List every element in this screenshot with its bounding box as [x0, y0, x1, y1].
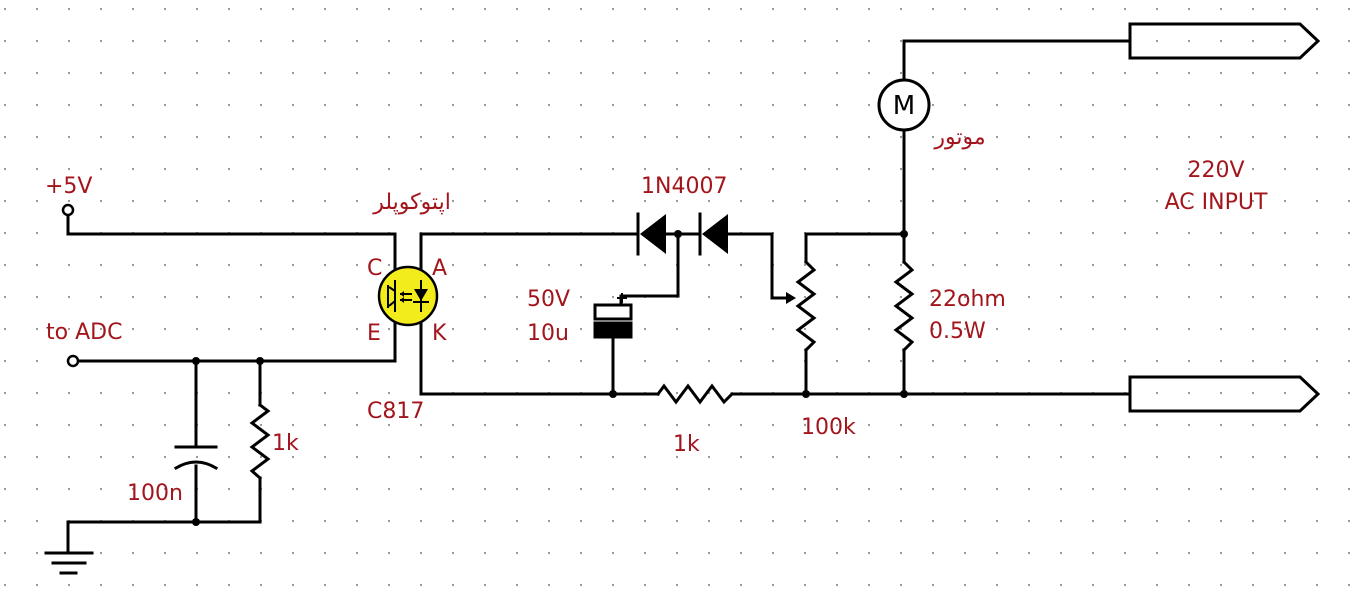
electrolytic-capacitor-icon: [593, 293, 633, 339]
filter-resistor-label: 1k: [272, 431, 299, 456]
filter-resistor-icon: [249, 402, 271, 481]
motor-icon[interactable]: M: [877, 78, 931, 132]
pin-a-label: A: [432, 256, 447, 281]
ac-line1-label: 220V: [1187, 158, 1244, 183]
pin-k-label: K: [432, 321, 447, 346]
ac-terminal-top[interactable]: [1128, 22, 1321, 60]
adc-label: to ADC: [46, 320, 122, 345]
diode-2-icon: [698, 212, 728, 256]
labels: +5V to ADC اپتوکوپلر C E A K C817 1N4007…: [45, 125, 1268, 506]
shunt-power-label: 0.5W: [929, 319, 986, 344]
wires: [66, 39, 1132, 554]
optocoupler-name-label: اپتوکوپلر: [372, 190, 451, 215]
cap-value-label: 10u: [527, 321, 569, 346]
ac-line2-label: AC INPUT: [1165, 190, 1268, 215]
shunt-resistor-icon: [893, 259, 915, 353]
ac-terminal-bottom[interactable]: [1128, 375, 1321, 413]
pin-e-label: E: [367, 321, 381, 346]
series-resistor-label: 1k: [673, 432, 700, 457]
motor-symbol: M: [893, 91, 915, 121]
adc-terminal-icon[interactable]: [66, 354, 80, 368]
shunt-value-label: 22ohm: [929, 287, 1006, 312]
pot-label: 100k: [801, 415, 856, 440]
series-resistor-icon: [655, 383, 735, 405]
vcc-terminal-icon[interactable]: [61, 203, 75, 217]
junctions: [192, 230, 908, 526]
optocoupler-part-label: C817: [367, 399, 424, 424]
pin-c-label: C: [367, 256, 382, 281]
ground-icon: [44, 551, 94, 575]
optocoupler-icon[interactable]: [377, 265, 439, 327]
motor-name-label: موتور: [933, 125, 985, 150]
vcc-label: +5V: [45, 174, 92, 199]
cap-voltage-label: 50V: [527, 287, 570, 312]
potentiometer-icon: [786, 259, 817, 353]
diode-1-icon: [636, 212, 666, 256]
filter-capacitor-label: 100n: [127, 481, 183, 506]
filter-capacitor-icon: [173, 445, 219, 471]
diode-label: 1N4007: [641, 174, 727, 199]
